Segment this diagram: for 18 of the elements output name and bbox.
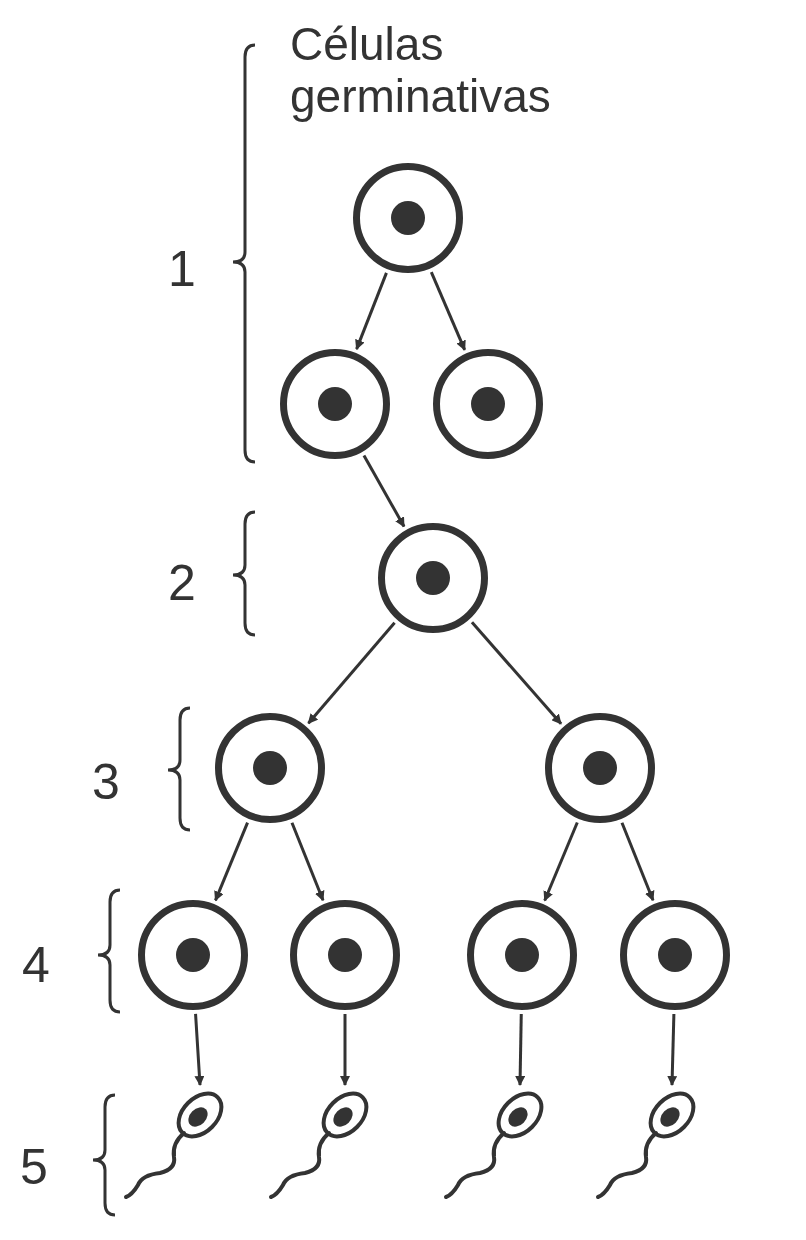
stage-number: 5 [20, 1138, 48, 1197]
stage-number: 2 [168, 554, 196, 613]
arrow [340, 1014, 350, 1086]
stage-number: 3 [92, 753, 120, 812]
arrow [470, 621, 563, 725]
arrow [307, 621, 396, 725]
arrow [515, 1013, 526, 1086]
arrow [214, 822, 249, 902]
arrow [355, 272, 388, 350]
heading-text: Células germinativas [290, 18, 552, 122]
arrow [290, 822, 325, 902]
arrow [194, 1013, 205, 1086]
arrow [620, 822, 655, 902]
stage-number: 4 [22, 936, 50, 995]
arrow [429, 271, 467, 351]
arrow [543, 821, 579, 902]
arrow [667, 1013, 678, 1086]
stage-number: 1 [168, 240, 196, 299]
